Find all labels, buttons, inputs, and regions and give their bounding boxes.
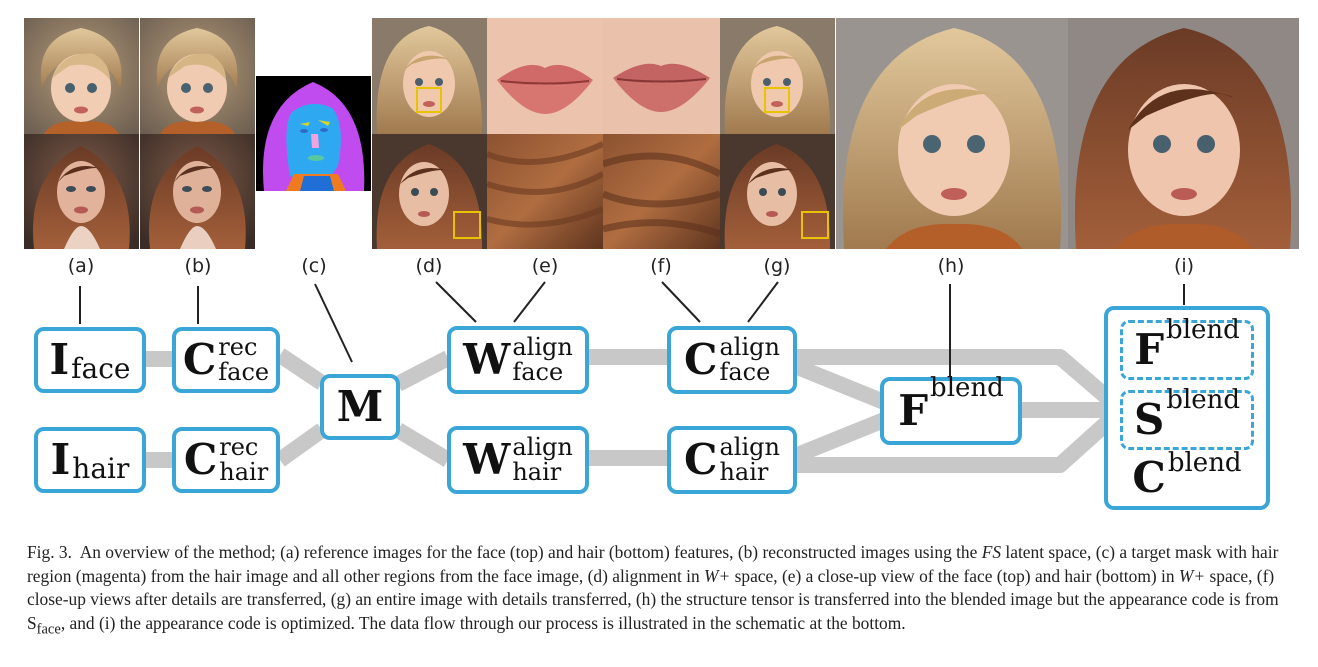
closeup-f-hair: [603, 134, 720, 249]
image-d-face: [372, 18, 487, 134]
image-a-face: [24, 18, 139, 134]
label-d: (d): [415, 255, 443, 277]
node-m: M: [320, 374, 400, 440]
label-c: (c): [301, 255, 327, 277]
flow-cface-fblend: [792, 358, 887, 410]
flow-crec-hair-m: [275, 423, 327, 467]
image-g-hair: [720, 134, 835, 249]
caption-fig-label: Fig. 3.: [27, 542, 72, 562]
label-f: (f): [650, 255, 672, 277]
image-i-optimized: [1068, 18, 1299, 249]
image-d-hair: [372, 134, 487, 249]
connector-g: [747, 281, 779, 323]
image-b-hair: [140, 134, 255, 249]
label-h: (h): [937, 255, 965, 277]
image-h-blended: [836, 18, 1068, 249]
connector-d: [435, 281, 477, 323]
closeup-f-lips: [603, 18, 720, 134]
label-a: (a): [67, 255, 95, 277]
image-a-hair: [24, 134, 139, 249]
flow-crec-face-m: [275, 348, 327, 390]
label-e: (e): [531, 255, 559, 277]
connector-e: [513, 281, 546, 323]
flow-cface-top: [795, 349, 1116, 407]
figure-caption: Fig. 3. An overview of the method; (a) r…: [27, 542, 1279, 638]
connector-c: [314, 283, 353, 363]
flow-chair-fblend: [792, 412, 887, 464]
connector-f: [661, 281, 701, 323]
image-g-face: [720, 18, 835, 134]
label-b: (b): [184, 255, 212, 277]
flow-chair-bottom: [795, 414, 1116, 473]
target-mask-image: [256, 76, 371, 191]
closeup-e-lips: [487, 18, 603, 134]
flow-m-whair: [393, 423, 453, 467]
flow-m-wface: [394, 350, 452, 392]
image-b-face: [140, 18, 255, 134]
label-i: (i): [1173, 255, 1195, 277]
label-g: (g): [763, 255, 791, 277]
closeup-e-hair: [487, 134, 603, 249]
